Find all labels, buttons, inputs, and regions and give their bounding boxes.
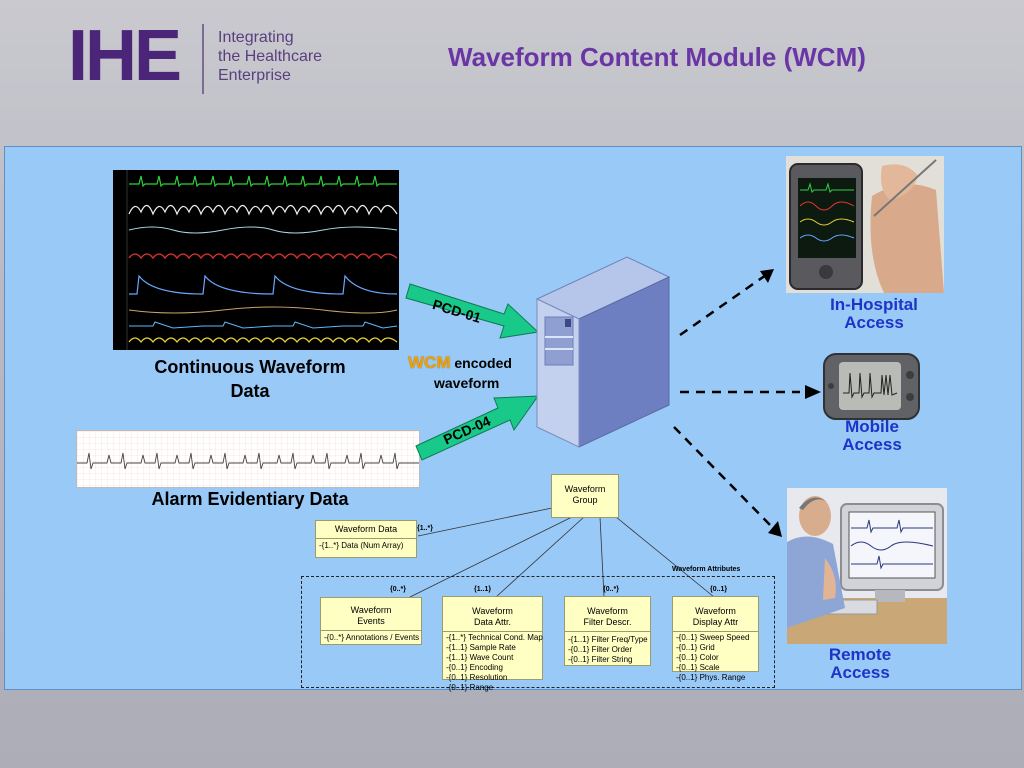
display-line-1: Waveform <box>695 606 736 616</box>
data-attr-item: -{0..1} Encoding <box>446 663 503 672</box>
data-attr-line-1: Waveform <box>472 606 513 616</box>
mobile-access-label: Mobile Access <box>812 418 932 454</box>
data-attr-item: -{0..1} Range <box>446 683 494 692</box>
waveform-label: waveform <box>434 375 500 391</box>
data-attr-line-2: Data Attr. <box>473 617 512 627</box>
events-line-1: Waveform <box>350 605 392 615</box>
data-attr-item: -{0..1} Resolution <box>446 673 508 682</box>
handheld-device-photo <box>786 156 944 293</box>
group-line-1: Waveform <box>564 484 606 494</box>
filter-multiplicity: {0..*} <box>603 586 619 593</box>
pcd01-arrow <box>405 283 540 339</box>
waveform-data-title: Waveform Data <box>316 521 416 539</box>
server-icon <box>535 256 671 448</box>
display-item: -{0..1} Color <box>676 653 719 662</box>
events-line-2: Events <box>357 616 385 626</box>
logo-divider <box>202 24 204 94</box>
data-multiplicity: {1..*} <box>417 525 433 532</box>
waveform-filter-box: Waveform Filter Descr. -{1..1} Filter Fr… <box>564 596 651 666</box>
ecg-strip-image <box>76 430 420 488</box>
patient-monitor-image <box>113 170 399 350</box>
wcm-encoded-label: WCM encoded waveform <box>408 353 538 393</box>
data-attr-item: -{1..1} Wave Count <box>446 653 514 662</box>
remote-line-2: Access <box>830 663 890 682</box>
waveform-group-box: Waveform Group <box>551 474 619 518</box>
group-line-2: Group <box>572 495 598 505</box>
display-item: -{0..1} Phys. Range <box>676 673 746 682</box>
waveform-data-attr: -{1..*} Data (Num Array) <box>319 541 404 550</box>
display-line-2: Display Attr <box>692 617 739 627</box>
filter-item: -{0..1} Filter Order <box>568 645 633 654</box>
waveform-data-box: Waveform Data -{1..*} Data (Num Array) <box>315 520 417 558</box>
uml-connectors <box>409 507 715 598</box>
waveform-attributes-boundary <box>301 576 775 688</box>
display-multiplicity: {0..1} <box>710 586 728 593</box>
mobile-arrow-head <box>805 385 821 399</box>
mobile-device-photo <box>823 353 920 420</box>
logo-mark: IHE <box>68 16 182 96</box>
logo-line-3: Enterprise <box>218 67 291 84</box>
access-arrows <box>673 269 800 537</box>
in-hospital-line-1: In-Hospital <box>830 295 918 314</box>
ihe-logo: IHE Integrating the Healthcare Enterpris… <box>68 16 338 96</box>
in-hospital-access-label: In-Hospital Access <box>812 296 936 332</box>
data-attr-item: -{1..*} Technical Cond. Map <box>446 633 543 642</box>
alarm-evidentiary-label: Alarm Evidentiary Data <box>151 489 349 509</box>
filter-line-1: Waveform <box>587 606 628 616</box>
logo-line-2: the Healthcare <box>218 48 323 65</box>
waveform-attributes-label: Waveform Attributes <box>672 566 741 573</box>
logo-text: Integrating the Healthcare Enterprise <box>218 28 322 85</box>
continuous-label-line-1: Continuous Waveform <box>154 357 346 377</box>
data-attr-multiplicity: {1..1} <box>474 586 492 593</box>
wcm-label: WCM <box>408 353 451 372</box>
mobile-line-1: Mobile <box>845 417 899 436</box>
events-multiplicity: {0..*} <box>390 586 406 593</box>
pcd04-arrow <box>415 395 539 461</box>
encoded-label: encoded <box>454 355 512 371</box>
remote-line-1: Remote <box>828 645 892 664</box>
remote-access-label: Remote Access <box>800 646 920 682</box>
page-title: Waveform Content Module (WCM) <box>448 42 866 72</box>
waveform-data-attr-box: Waveform Data Attr. -{1..*} Technical Co… <box>442 596 543 692</box>
filter-item: -{1..1} Filter Freq/Type <box>568 635 648 644</box>
events-attr: -{0..*} Annotations / Events <box>324 633 420 642</box>
waveform-events-box: Waveform Events -{0..*} Annotations / Ev… <box>320 597 422 645</box>
filter-item: -{0..1} Filter String <box>568 655 633 664</box>
display-item: -{0..1} Scale <box>676 663 720 672</box>
waveform-display-box: Waveform Display Attr -{0..1} Sweep Spee… <box>672 596 759 682</box>
display-item: -{0..1} Sweep Speed <box>676 633 750 642</box>
continuous-waveform-label: Continuous Waveform Data <box>120 355 380 403</box>
display-item: -{0..1} Grid <box>676 643 715 652</box>
data-attr-item: -{1..1} Sample Rate <box>446 643 516 652</box>
logo-line-1: Integrating <box>218 29 294 46</box>
continuous-label-line-2: Data <box>230 381 270 401</box>
in-hospital-line-2: Access <box>844 313 904 332</box>
filter-line-2: Filter Descr. <box>583 617 632 627</box>
mobile-line-2: Access <box>842 435 902 454</box>
remote-clinician-photo <box>787 488 947 644</box>
